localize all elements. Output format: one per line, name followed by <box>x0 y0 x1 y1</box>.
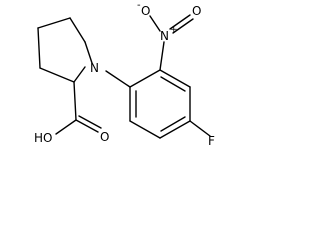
bond-nitro-o-double-a <box>169 14 191 30</box>
bond-nitro-o-double-b <box>172 18 194 34</box>
atom-o-carbonyl: O <box>100 130 109 144</box>
bond-c5-c4 <box>69 17 86 43</box>
nitro-group <box>149 14 194 71</box>
bond-ar4-ar5-inner <box>160 116 186 132</box>
bond-ar2-ar3 <box>159 69 191 88</box>
bond-ar2-ar3-inner <box>160 76 186 92</box>
atom-n-nitro: N <box>160 29 169 43</box>
bond-aryl-nitro <box>159 41 165 71</box>
bond-carboxyl-o-a <box>75 119 99 133</box>
bond-ar5-ar6 <box>129 120 161 139</box>
bond-nitro-o-single <box>149 15 161 32</box>
benzene-ring <box>129 69 191 139</box>
atom-labels: N N + O - O F HO O <box>34 0 215 148</box>
bond-carboxyl-oh <box>55 119 77 135</box>
atom-o-nitro-single: O <box>141 4 150 18</box>
bond-n-aryl <box>105 70 131 88</box>
bond-n-c5 <box>84 41 93 64</box>
atom-hydroxyl: HO <box>34 131 52 145</box>
charge-minus: - <box>137 0 141 11</box>
bond-aryl-fluorine <box>189 120 211 137</box>
pyrrolidine-ring <box>37 17 93 83</box>
atom-fluorine: F <box>208 134 215 148</box>
bond-carboxyl-o-b <box>78 115 102 129</box>
bond-ar4-ar5 <box>159 120 191 139</box>
bond-ar1-ar2 <box>129 69 161 88</box>
carboxyl-group <box>55 81 102 135</box>
atom-o-nitro-double: O <box>192 4 201 18</box>
atom-n-ring: N <box>90 61 99 75</box>
bond-c4-c3 <box>37 17 71 29</box>
bond-c1-n <box>73 66 86 83</box>
bond-c1-carboxyl <box>73 81 77 121</box>
charge-plus: + <box>170 25 178 35</box>
bond-c2-c1 <box>39 67 75 83</box>
structural-formula: N N + O - O F HO O <box>34 0 215 148</box>
bond-c3-c2 <box>37 27 41 69</box>
